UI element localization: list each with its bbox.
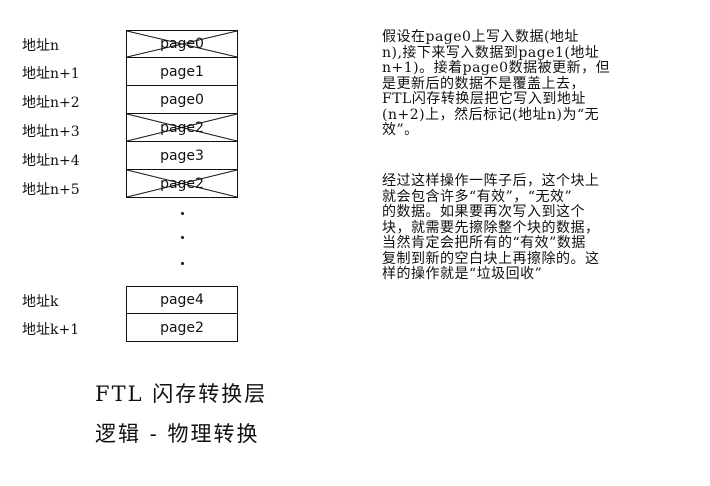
address-label-n2: 地址n+2	[22, 95, 80, 111]
invalid-cross-mark	[127, 31, 237, 57]
page-label: page3	[160, 147, 204, 164]
address-label-k: 地址k	[22, 294, 59, 310]
page-label: page2	[160, 319, 204, 336]
explanation-paragraph-1: 假设在page0上写入数据(地址 n),接下来写入数据到page1(地址 n+1…	[382, 29, 611, 138]
address-label-k1: 地址k+1	[22, 322, 80, 338]
page-label: page4	[160, 292, 204, 308]
page-label: page0	[160, 36, 204, 52]
page-cell: page4	[126, 286, 238, 314]
invalid-cross-mark	[127, 170, 237, 197]
address-label-n: 地址n	[22, 38, 60, 54]
page-label: page1	[160, 63, 204, 80]
page-label: page2	[160, 119, 204, 136]
ellipsis-dot	[181, 212, 184, 215]
page-cell: page2	[126, 314, 238, 342]
page-cell: page3	[126, 142, 238, 170]
caption-subtitle: 逻辑 - 物理转换	[95, 422, 260, 446]
address-label-n1: 地址n+1	[22, 66, 80, 82]
caption-title: FTL 闪存转换层	[95, 382, 268, 406]
page-cell: page1	[126, 58, 238, 86]
page-cell: page0	[126, 30, 238, 58]
address-label-n5: 地址n+5	[22, 182, 80, 198]
ellipsis-dot	[181, 262, 184, 265]
page-label: page0	[160, 91, 204, 108]
address-label-n4: 地址n+4	[22, 153, 80, 169]
page-label: page2	[160, 175, 204, 192]
explanation-paragraph-2: 经过这样操作一阵子后，这个块上 就会包含许多“有效”，“无效” 的数据。如果要再…	[382, 173, 600, 282]
page-cell: page2	[126, 114, 238, 142]
address-label-n3: 地址n+3	[22, 124, 80, 140]
ellipsis-dot	[181, 236, 184, 239]
invalid-cross-mark	[127, 114, 237, 141]
page-cell: page0	[126, 86, 238, 114]
page-cell: page2	[126, 170, 238, 198]
